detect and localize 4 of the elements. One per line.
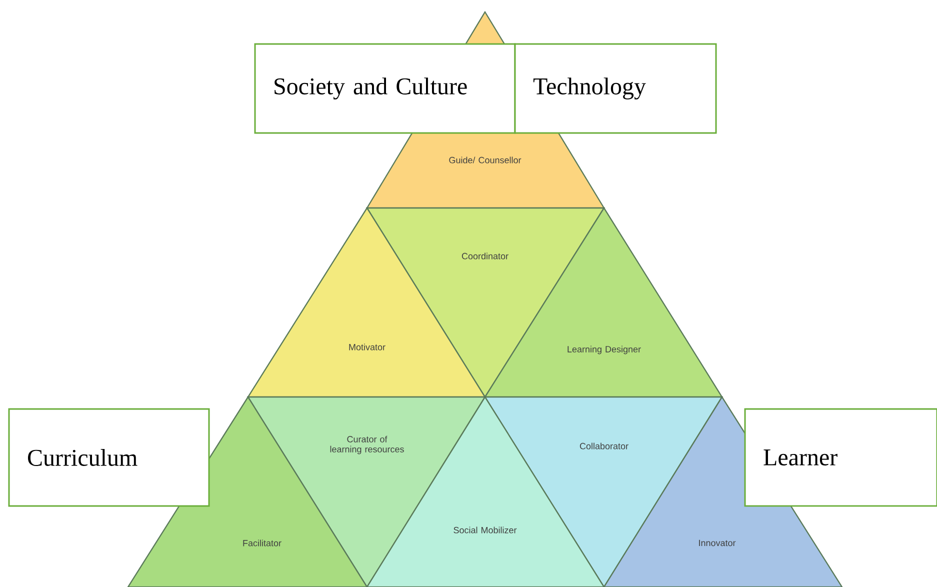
label-box: Learner [744,408,937,507]
label-box: Society and Culture [254,43,516,134]
label-box: Technology [514,43,717,134]
label-box: Curriculum [8,408,210,507]
